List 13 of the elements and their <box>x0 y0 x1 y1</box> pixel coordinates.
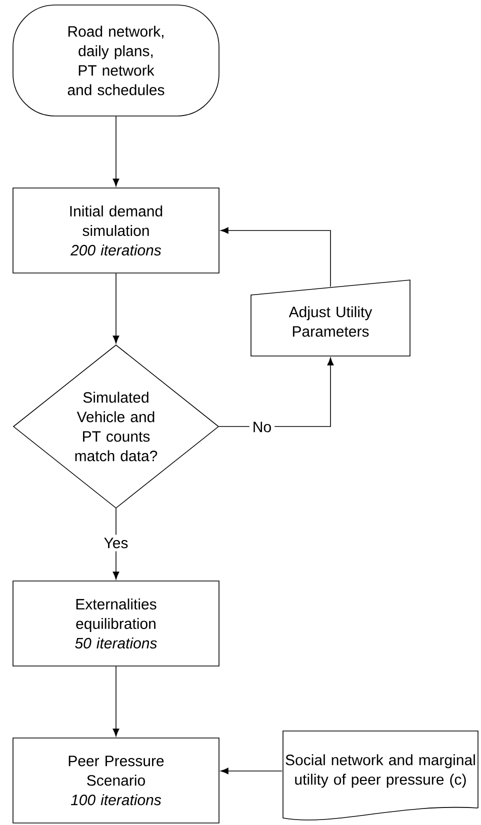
document-shape: Social network and marginal utility of peer pressure (c) <box>282 730 478 820</box>
process-box: Externalities equilibration 50 iterations <box>12 580 220 666</box>
process-box: Initial demand simulation 200 iterations <box>12 188 220 274</box>
edge-label: No <box>249 418 275 436</box>
arrow <box>112 666 120 736</box>
arrow <box>220 227 331 287</box>
arrow <box>220 768 282 774</box>
arrow <box>218 358 334 427</box>
arrow <box>112 273 120 344</box>
edge-label: Yes <box>100 534 132 552</box>
manual-input-box: Adjust Utility Parameters <box>250 280 410 356</box>
arrow <box>112 116 120 186</box>
process-box: Peer Pressure Scenario 100 iterations <box>12 738 220 824</box>
